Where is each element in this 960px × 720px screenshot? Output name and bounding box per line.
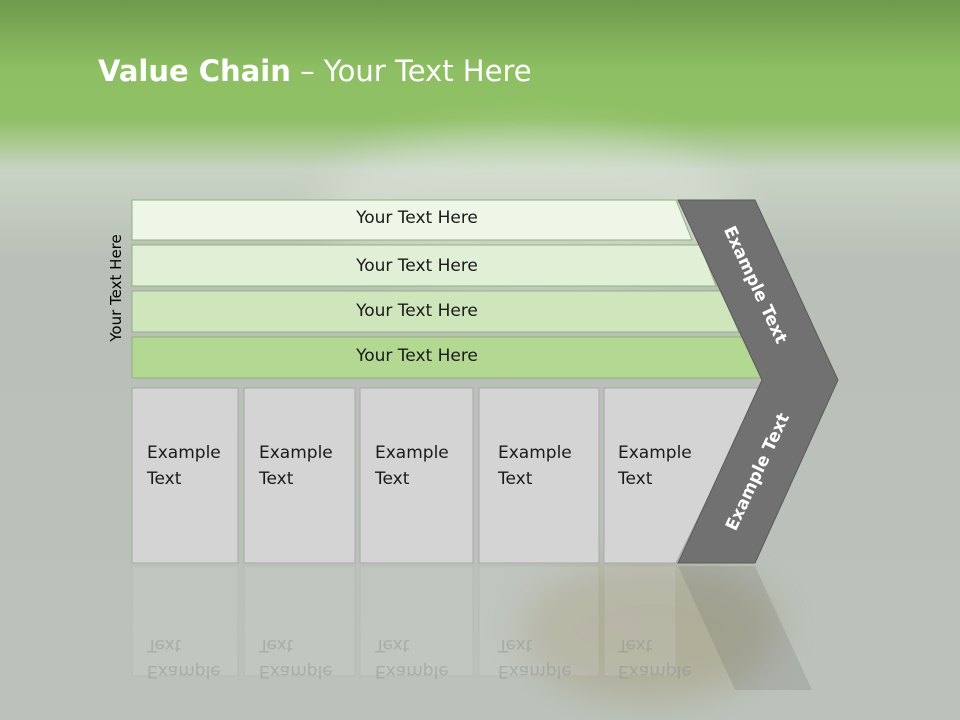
bar-3	[131, 290, 740, 333]
bar-1-text: Your Text Here	[356, 208, 478, 228]
title-rest: – Your Text Here	[290, 54, 532, 88]
cell-1	[131, 387, 239, 564]
cell-5	[603, 387, 763, 564]
slide-title: Value Chain – Your Text Here	[98, 54, 532, 88]
bar-2-text: Your Text Here	[356, 256, 478, 276]
cell-2	[243, 387, 356, 564]
bar-1	[131, 199, 693, 241]
cell-4	[478, 387, 600, 564]
title-bold: Value Chain	[98, 54, 291, 88]
bar-3-text: Your Text Here	[356, 301, 478, 321]
bar-4-text: Your Text Here	[356, 346, 478, 366]
reflection	[131, 565, 812, 690]
background-blur	[520, 560, 780, 700]
bar-2	[131, 244, 717, 287]
cell-3	[359, 387, 474, 564]
chevron-arrow	[677, 199, 839, 564]
